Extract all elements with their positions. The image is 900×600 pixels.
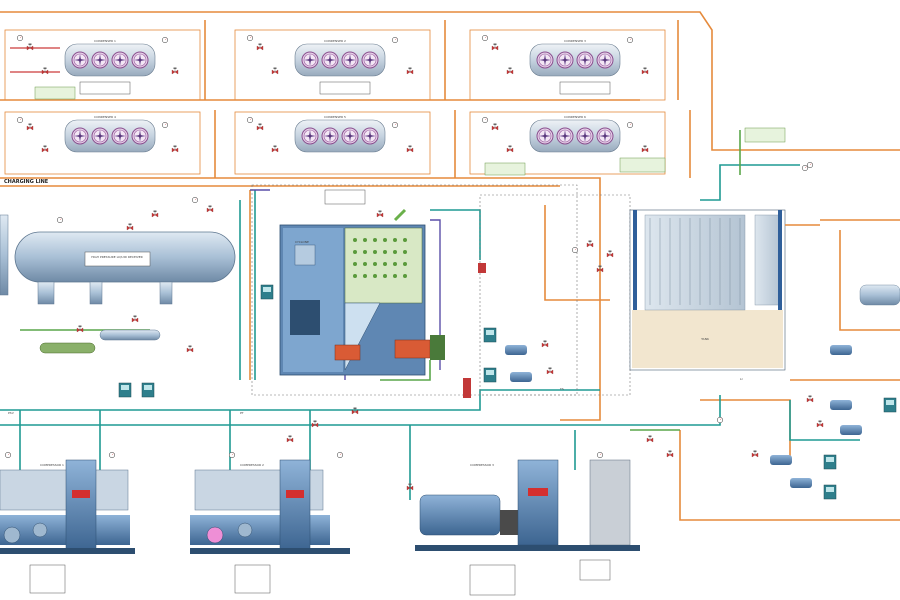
condenser-4-label: CONDENSER 4 bbox=[94, 115, 116, 119]
pump-group-right bbox=[751, 345, 897, 500]
tank-label: TANK bbox=[700, 337, 710, 341]
condenser-3: CONDENSER 3 bbox=[469, 29, 666, 101]
charging-line-label: CHARGING LINE bbox=[4, 179, 49, 185]
tag-psv: PSV bbox=[8, 411, 15, 415]
compressor-1-title: COMPRESSOR 1 bbox=[40, 463, 64, 467]
condenser-4: CONDENSER 4 bbox=[4, 111, 201, 175]
condenser-3-label: CONDENSER 3 bbox=[564, 39, 586, 43]
cyclone-unit: CYCLONE bbox=[279, 224, 445, 376]
condenser-1-label: CONDENSER 1 bbox=[94, 39, 116, 43]
condenser-6: CONDENSER 6 bbox=[469, 111, 666, 175]
tag-pt: PT bbox=[240, 411, 244, 415]
tag-ts: TS bbox=[559, 387, 564, 391]
compressor-3-title: COMPRESSOR 3 bbox=[470, 463, 494, 467]
hp-receiver: HIGH PRESSURE LIQUID RECEIVER bbox=[14, 196, 236, 305]
condenser-6-label: CONDENSER 6 bbox=[564, 115, 586, 119]
compressor-3: COMPRESSOR 3 bbox=[415, 459, 640, 551]
tag-li: LI bbox=[740, 377, 743, 381]
tank-unit: TANK bbox=[629, 209, 786, 371]
compressor-1: COMPRESSOR 1 bbox=[0, 459, 135, 554]
cyclone-label: CYCLONE bbox=[295, 240, 309, 244]
condenser-1: CONDENSER 1 bbox=[4, 29, 201, 101]
receiver-label: HIGH PRESSURE LIQUID RECEIVER bbox=[91, 255, 143, 259]
compressor-2-title: COMPRESSOR 2 bbox=[240, 463, 264, 467]
compressor-2: COMPRESSOR 2 bbox=[190, 459, 350, 554]
condenser-5-label: CONDENSER 5 bbox=[324, 115, 346, 119]
condenser-2: CONDENSER 2 bbox=[234, 29, 431, 101]
condenser-5: CONDENSER 5 bbox=[234, 111, 431, 175]
condenser-2-label: CONDENSER 2 bbox=[324, 39, 346, 43]
pump-group-mid bbox=[483, 327, 554, 383]
